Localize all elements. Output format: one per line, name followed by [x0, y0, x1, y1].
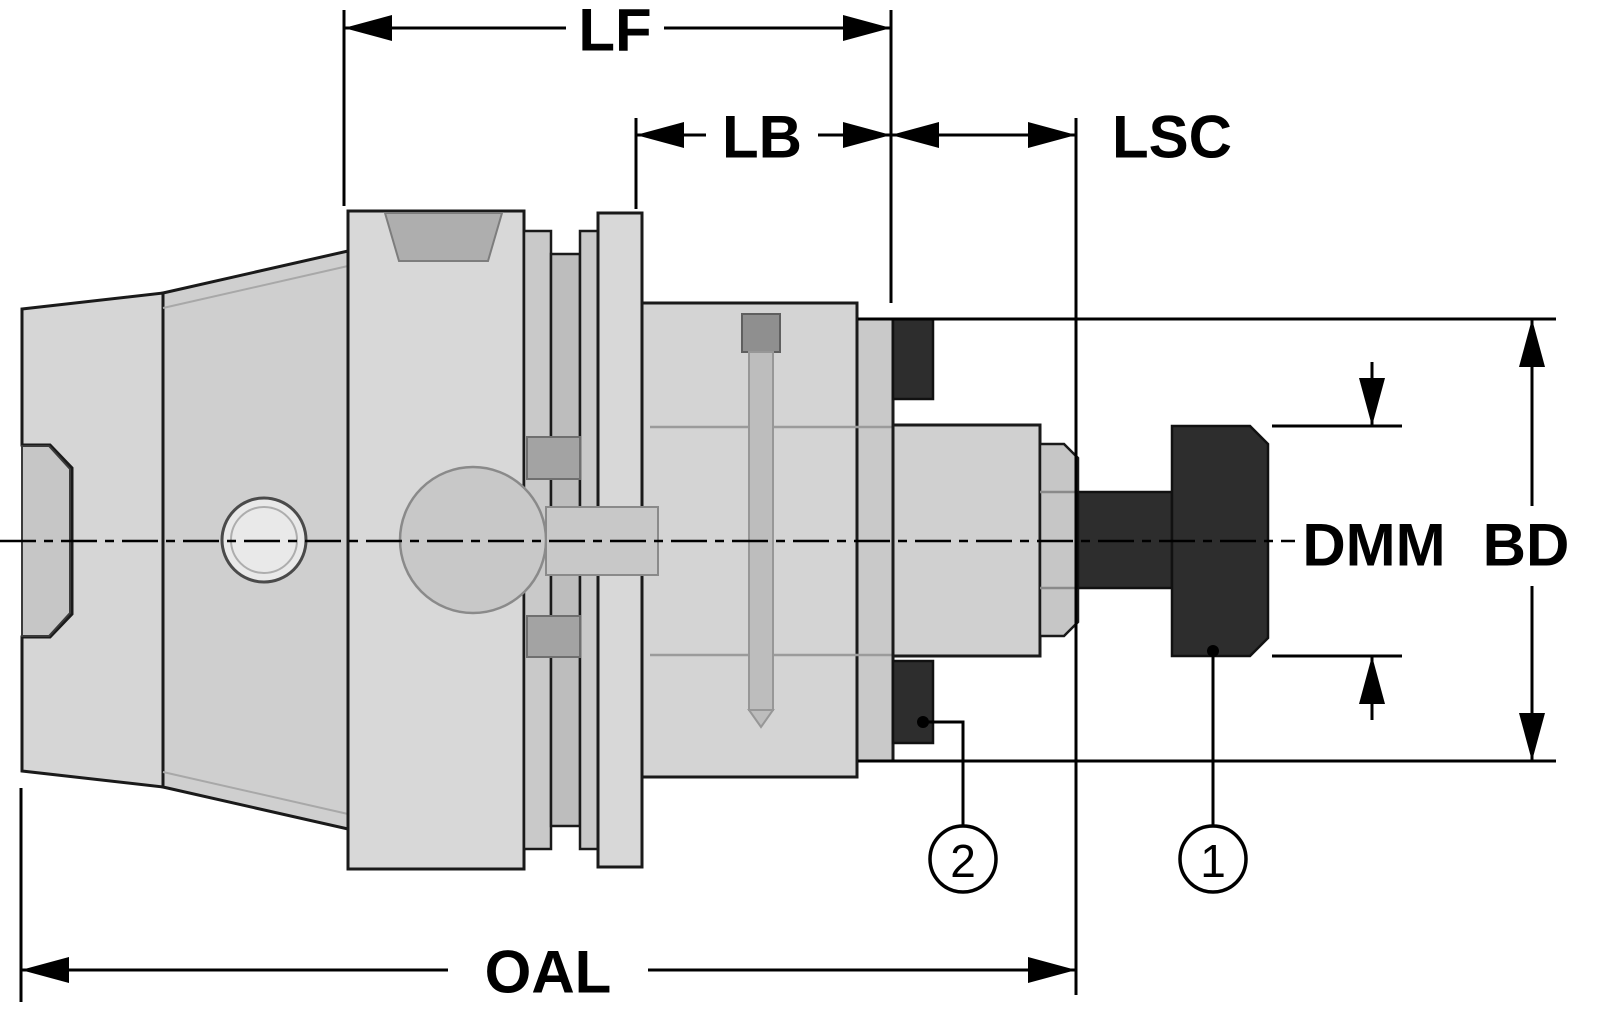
bd-arrow-bottom	[1519, 713, 1545, 761]
dmm-arrow-top	[1359, 378, 1385, 426]
set-screw-channel-tip	[747, 709, 775, 729]
dimension-annotations: LF LB LSC OAL	[19, 0, 1570, 1006]
dimension-lb: LB	[634, 104, 891, 209]
callouts: 2 1	[917, 645, 1248, 894]
callout-1-circle	[1178, 824, 1248, 894]
groove-tab-top	[526, 436, 581, 480]
dmm-arrow-bottom	[1359, 656, 1385, 704]
oal-arrow-left	[21, 957, 69, 983]
callout-2: 2	[917, 716, 998, 894]
groove-tab-bottom	[526, 615, 581, 658]
dim-label-lb: LB	[722, 104, 802, 171]
set-screw-channel	[748, 351, 774, 711]
drive-key-bottom	[891, 659, 935, 745]
callout-1-number: 1	[1200, 835, 1226, 887]
dim-label-dmm: DMM	[1302, 512, 1445, 579]
callout-2-circle	[928, 824, 998, 894]
dimension-lf: LF	[342, 0, 893, 303]
lsc-arrow-left	[891, 122, 939, 148]
lb-arrow-right	[843, 122, 891, 148]
drive-key-slot	[383, 212, 504, 262]
callout-1: 1	[1178, 645, 1248, 894]
dimension-bd: BD	[858, 317, 1570, 763]
dim-label-bd: BD	[1483, 512, 1570, 579]
dim-label-oal: OAL	[485, 939, 612, 1006]
callout-2-dot	[917, 716, 929, 728]
dimension-lsc: LSC	[891, 104, 1232, 995]
dim-label-lsc: LSC	[1112, 104, 1232, 171]
dimension-oal: OAL	[19, 788, 1076, 1006]
tool-holder	[0, 209, 1295, 871]
lb-arrow-left	[636, 122, 684, 148]
lf-arrow-left	[344, 15, 392, 41]
cone-edge-bottom	[162, 771, 349, 815]
drive-key-top	[891, 317, 935, 401]
oal-arrow-right	[1028, 957, 1076, 983]
callout-1-dot	[1207, 645, 1219, 657]
lf-arrow-right	[843, 15, 891, 41]
bd-arrow-top	[1519, 319, 1545, 367]
callout-2-leader	[928, 720, 965, 826]
cone-edge-top	[162, 265, 349, 309]
set-screw-head	[741, 313, 781, 353]
dimension-dmm: DMM	[1272, 362, 1446, 720]
dim-label-lf: LF	[578, 0, 651, 64]
callout-2-number: 2	[950, 835, 976, 887]
lsc-arrow-right	[1028, 122, 1076, 148]
